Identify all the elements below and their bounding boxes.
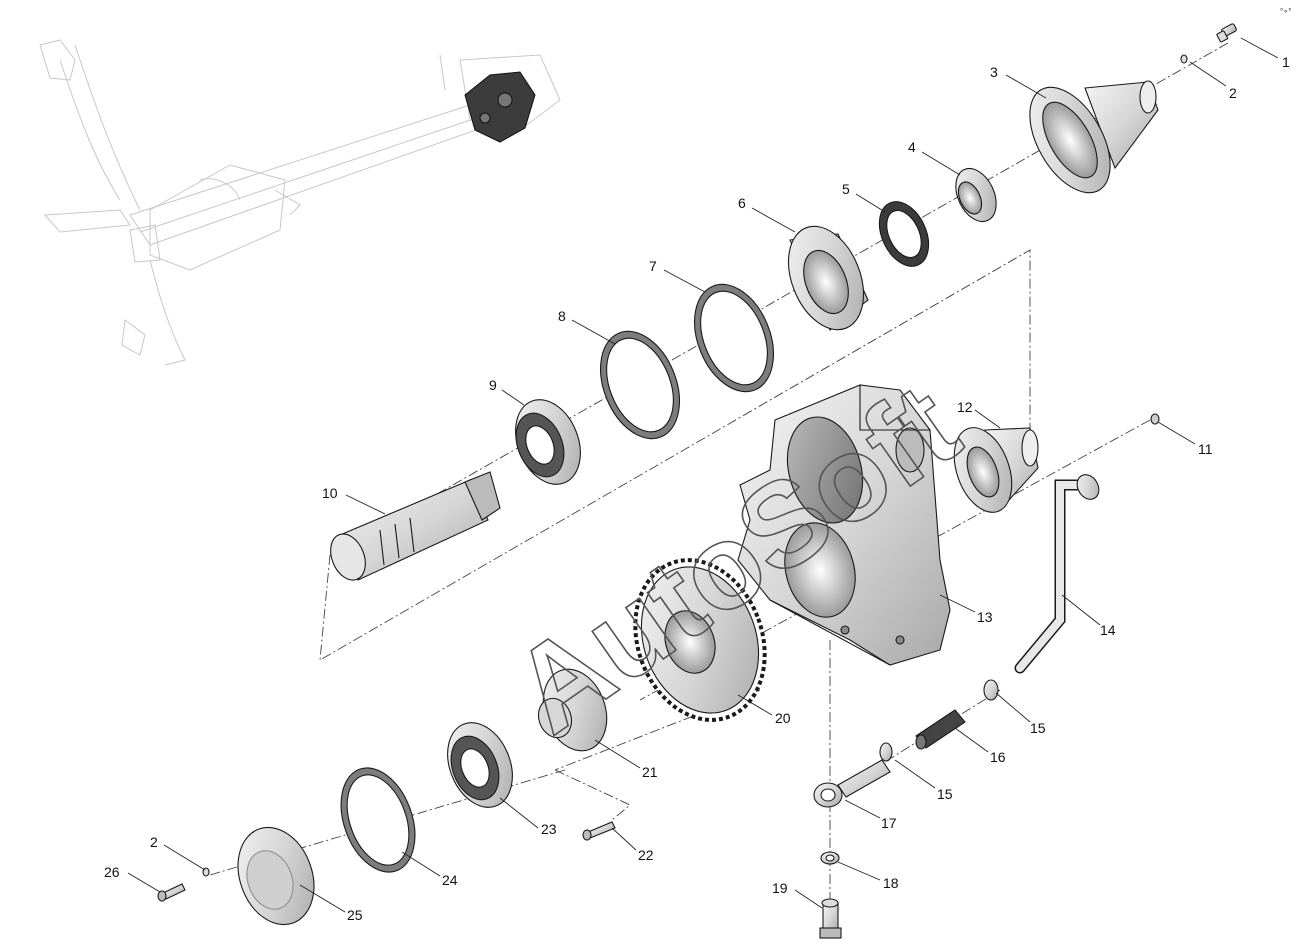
callout-2-bottom: 2 xyxy=(150,834,158,850)
callout-4: 4 xyxy=(908,139,916,155)
callout-10: 10 xyxy=(322,485,338,501)
part-5-seal-ring xyxy=(878,201,930,267)
highlighted-gearbox xyxy=(464,71,536,143)
callout-17: 17 xyxy=(881,815,897,831)
callout-21: 21 xyxy=(642,764,658,780)
part-23-bearing xyxy=(447,722,513,808)
part-25-end-cover xyxy=(237,826,315,926)
part-10-splined-shaft xyxy=(330,471,501,581)
callout-25: 25 xyxy=(347,907,363,923)
callout-26: 26 xyxy=(104,864,120,880)
callout-16: 16 xyxy=(990,749,1006,765)
callout-8: 8 xyxy=(558,308,566,324)
part-7-gasket xyxy=(694,283,774,393)
callout-12: 12 xyxy=(957,399,973,415)
part-19-banjo-bolt xyxy=(819,898,842,939)
part-17-banjo-fitting xyxy=(813,759,891,808)
part-9-bearing xyxy=(515,399,581,485)
part-15-clamp-lower xyxy=(879,742,893,762)
corner-mark: °∘° xyxy=(1280,7,1291,16)
callout-19: 19 xyxy=(772,880,788,896)
tractor-overview-ghost xyxy=(39,39,561,366)
part-15-clamp-upper xyxy=(983,679,999,701)
callout-13: 13 xyxy=(977,609,993,625)
part-11-fitting xyxy=(1150,413,1160,425)
callout-22: 22 xyxy=(638,847,654,863)
part-16-hose xyxy=(915,709,966,750)
callout-7: 7 xyxy=(649,258,657,274)
part-1-bolt xyxy=(1216,23,1237,43)
callout-15-lower: 15 xyxy=(937,786,953,802)
leader-lines xyxy=(127,37,1279,913)
part-14-oil-tube xyxy=(1014,474,1100,674)
callout-24: 24 xyxy=(442,872,458,888)
part-18-washer xyxy=(820,851,840,865)
callout-labels: 1 2 3 4 5 6 7 8 9 10 11 12 13 14 15 16 1… xyxy=(104,54,1290,923)
callout-2-top: 2 xyxy=(1229,85,1237,101)
callout-14: 14 xyxy=(1100,622,1116,638)
part-20-gear xyxy=(633,558,767,722)
callout-5: 5 xyxy=(842,181,850,197)
part-12-flange-hub xyxy=(953,427,1039,513)
part-3-conical-housing xyxy=(1029,80,1159,194)
callout-6: 6 xyxy=(738,195,746,211)
callout-15-upper: 15 xyxy=(1030,720,1046,736)
part-21-hub xyxy=(537,668,608,752)
callout-11: 11 xyxy=(1198,441,1213,457)
callout-20: 20 xyxy=(775,710,791,726)
part-22-bolt xyxy=(582,821,616,841)
callout-23: 23 xyxy=(541,821,557,837)
part-2-washer-top xyxy=(1180,54,1188,64)
part-8-gasket xyxy=(600,330,680,440)
part-6-flange-cover xyxy=(787,225,869,331)
callout-18: 18 xyxy=(883,875,899,891)
part-26-bolt xyxy=(157,883,186,902)
callout-3: 3 xyxy=(990,64,998,80)
part-4-bearing-sleeve xyxy=(955,167,997,223)
part-13-gearbox-housing xyxy=(737,384,951,666)
callout-9: 9 xyxy=(489,377,497,393)
callout-1: 1 xyxy=(1282,54,1290,70)
part-24-gasket xyxy=(340,767,416,873)
